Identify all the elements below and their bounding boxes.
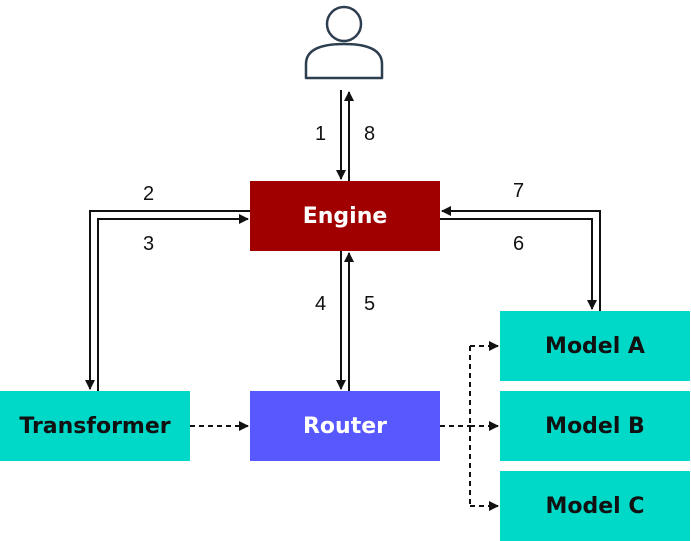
user-icon <box>304 5 384 80</box>
step-label-6: 6 <box>513 233 525 255</box>
model-c-node-label: Model C <box>545 493 645 519</box>
engine-node-label: Engine <box>302 203 388 229</box>
router-node: Router <box>250 391 440 461</box>
edge-model-a-to-engine <box>441 206 601 311</box>
edge-transformer-to-engine <box>97 214 249 391</box>
step-label-5: 5 <box>364 293 376 315</box>
step-label-2: 2 <box>143 183 155 205</box>
model-b-node-label: Model B <box>545 413 645 439</box>
router-node-label: Router <box>302 413 387 439</box>
model-a-node: Model A <box>500 311 690 381</box>
step-label-8: 8 <box>364 123 376 145</box>
edge-engine-to-transformer <box>85 210 250 390</box>
model-c-node: Model C <box>500 471 690 541</box>
step-label-4: 4 <box>315 293 327 315</box>
model-a-node-label: Model A <box>545 333 645 359</box>
model-b-node: Model B <box>500 391 690 461</box>
step-label-3: 3 <box>143 233 155 255</box>
engine-node: Engine <box>250 181 440 251</box>
edge-engine-to-model-a <box>440 218 597 310</box>
step-label-7: 7 <box>513 180 525 202</box>
transformer-node-label: Transformer <box>19 413 171 439</box>
step-label-1: 1 <box>315 123 327 145</box>
transformer-node: Transformer <box>0 391 190 461</box>
